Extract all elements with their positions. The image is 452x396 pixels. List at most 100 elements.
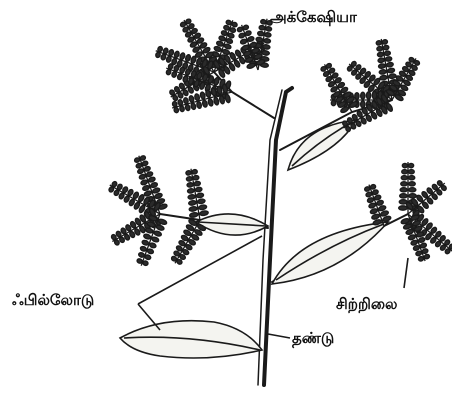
leaflet-mark <box>116 183 123 190</box>
leaflet-mark <box>413 245 420 251</box>
leaflet-mark <box>399 206 408 210</box>
leaflet-mark <box>141 240 149 246</box>
leaflet-mark <box>226 38 234 44</box>
leader-stem <box>268 334 290 338</box>
leaflet-mark <box>160 54 166 61</box>
leaflet-mark <box>153 230 162 237</box>
leaflet-mark <box>265 26 271 31</box>
leaflet-mark <box>202 100 208 108</box>
leaflet-mark <box>174 107 180 113</box>
leaflet-mark <box>168 63 174 69</box>
leaflet-mark <box>257 31 264 36</box>
leaflet-mark <box>177 99 183 106</box>
leaflet-mark <box>189 206 198 212</box>
leaflet-mark <box>136 258 142 264</box>
leaflet-mark <box>137 168 144 174</box>
leaflet-mark <box>144 190 152 197</box>
leaflet-mark <box>387 68 395 74</box>
leaflet-mark <box>226 20 232 26</box>
leaflet-mark <box>140 179 148 185</box>
leaflet-mark <box>138 252 145 258</box>
leaflet-label: சிற்றிலை <box>336 297 398 312</box>
leaflet-mark <box>139 174 147 180</box>
leaflet-mark <box>370 184 376 190</box>
leaflet-mark <box>264 32 271 37</box>
leaflet-mark <box>409 188 416 192</box>
leaflet-mark <box>147 248 154 254</box>
leaflet-mark <box>213 97 219 106</box>
leaflet-mark <box>418 256 424 262</box>
leaflet-mark <box>190 103 196 110</box>
leaflet-mark <box>179 67 185 74</box>
leaflet-mark <box>171 71 177 78</box>
leaflet-mark <box>157 46 163 52</box>
leader-leaflet <box>404 258 408 288</box>
leaflet-mark <box>368 202 376 208</box>
stem-label: தண்டு <box>292 331 334 346</box>
leaflet-mark <box>187 188 194 193</box>
leaflet-mark <box>246 62 255 69</box>
leaflet-mark <box>400 194 408 198</box>
leaflet-mark <box>355 93 359 100</box>
leaflet-mark <box>155 52 161 58</box>
leaflet-mark <box>143 233 151 240</box>
leaflet-mark <box>260 19 266 24</box>
leaflet-mark <box>186 176 192 181</box>
leaflet-mark <box>409 194 417 198</box>
leaflet-mark <box>163 48 169 55</box>
leaflet-mark <box>401 182 408 186</box>
leaflet-mark <box>168 49 174 56</box>
leaflet-mark <box>185 104 191 111</box>
leaflet-mark <box>374 194 382 200</box>
phyllode-right <box>272 222 388 284</box>
leaflet-mark <box>146 171 154 177</box>
leaflet-mark <box>145 227 154 234</box>
leaflet-mark <box>372 91 376 99</box>
leaflet-mark <box>386 62 393 68</box>
leaflet-mark <box>192 169 198 174</box>
leaflet-mark <box>376 40 382 45</box>
leaflet-mark <box>198 204 207 210</box>
leaflet-mark <box>194 93 200 101</box>
leaflet-mark <box>424 254 430 260</box>
leaflet-mark <box>196 193 204 199</box>
leaflet-mark <box>144 166 151 172</box>
leaflet-mark <box>366 92 370 99</box>
leaflet-mark <box>418 237 426 243</box>
leaflet-mark <box>378 63 385 69</box>
leaflet-mark <box>140 246 147 252</box>
leaflet-mark <box>166 69 172 75</box>
leaflet-mark <box>195 187 202 192</box>
phyllode-label: ஃபில்லோடு <box>12 293 94 308</box>
leaflet-mark <box>264 38 271 43</box>
leaflet-mark <box>194 181 201 186</box>
leaflet-mark <box>409 182 416 186</box>
leaflet-mark <box>185 54 192 62</box>
leaflet-mark <box>379 75 387 81</box>
leaflet-mark <box>196 101 202 109</box>
leaflet-mark <box>213 77 220 86</box>
leaflet-mark <box>136 163 143 169</box>
leaflet-mark <box>238 33 245 39</box>
leaflet-mark <box>148 176 156 182</box>
leaflet-mark <box>409 163 414 167</box>
leaflet-mark <box>409 170 415 174</box>
leaflet-mark <box>142 160 149 166</box>
leaflet-mark <box>166 56 172 63</box>
leaflet-mark <box>247 36 255 42</box>
leaflet-mark <box>261 50 269 56</box>
diagram-title: அக்கேஷியா <box>270 10 357 25</box>
leaflet-mark <box>361 92 365 99</box>
leaflet-mark <box>187 182 194 187</box>
leaflet-mark <box>402 170 408 174</box>
leaflet-mark <box>190 56 197 64</box>
leaf-clusters <box>108 18 452 266</box>
leaflet-mark <box>361 101 365 108</box>
leaflet-mark <box>186 170 192 175</box>
leaflet-mark <box>134 157 140 163</box>
leaflet-mark <box>179 106 185 113</box>
leaflet-mark <box>382 39 388 44</box>
leaflet-mark <box>378 58 385 63</box>
leaflet-mark <box>401 176 407 180</box>
